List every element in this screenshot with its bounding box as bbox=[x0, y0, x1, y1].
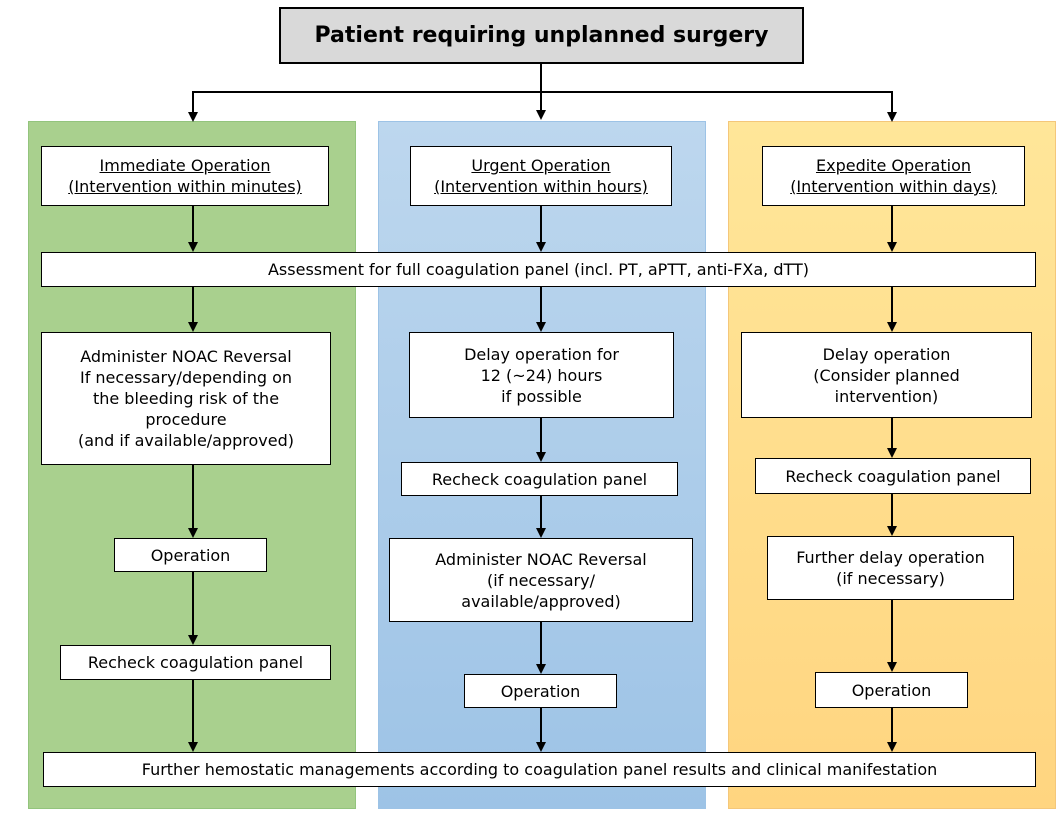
final-management-box: Further hemostatic managements according… bbox=[43, 752, 1036, 787]
step-urgent-operation: Operation bbox=[464, 674, 617, 708]
title-box: Patient requiring unplanned surgery bbox=[279, 7, 804, 64]
header-immediate-line2: (Intervention within minutes) bbox=[68, 177, 302, 196]
header-immediate: Immediate Operation (Intervention within… bbox=[41, 146, 329, 206]
step-expedite-delay: Delay operation (Consider planned interv… bbox=[741, 332, 1032, 418]
step-expedite-operation: Operation bbox=[815, 672, 968, 708]
step-urgent-reversal: Administer NOAC Reversal (if necessary/ … bbox=[389, 538, 693, 622]
step-urgent-delay: Delay operation for 12 (~24) hours if po… bbox=[409, 332, 674, 418]
step-expedite-recheck: Recheck coagulation panel bbox=[755, 458, 1031, 494]
step-immediate-recheck: Recheck coagulation panel bbox=[60, 645, 331, 680]
header-expedite-line2: (Intervention within days) bbox=[790, 177, 997, 196]
step-urgent-recheck: Recheck coagulation panel bbox=[401, 462, 678, 496]
assessment-box: Assessment for full coagulation panel (i… bbox=[41, 252, 1036, 287]
step-expedite-further-delay: Further delay operation (if necessary) bbox=[767, 536, 1014, 600]
header-urgent-line1: Urgent Operation bbox=[471, 156, 611, 175]
header-urgent-line2: (Intervention within hours) bbox=[434, 177, 648, 196]
step-immediate-operation: Operation bbox=[114, 538, 267, 572]
header-urgent: Urgent Operation (Intervention within ho… bbox=[410, 146, 672, 206]
header-expedite: Expedite Operation (Intervention within … bbox=[762, 146, 1025, 206]
header-immediate-line1: Immediate Operation bbox=[99, 156, 271, 175]
step-immediate-reversal: Administer NOAC Reversal If necessary/de… bbox=[41, 332, 331, 465]
header-expedite-line1: Expedite Operation bbox=[815, 156, 971, 175]
